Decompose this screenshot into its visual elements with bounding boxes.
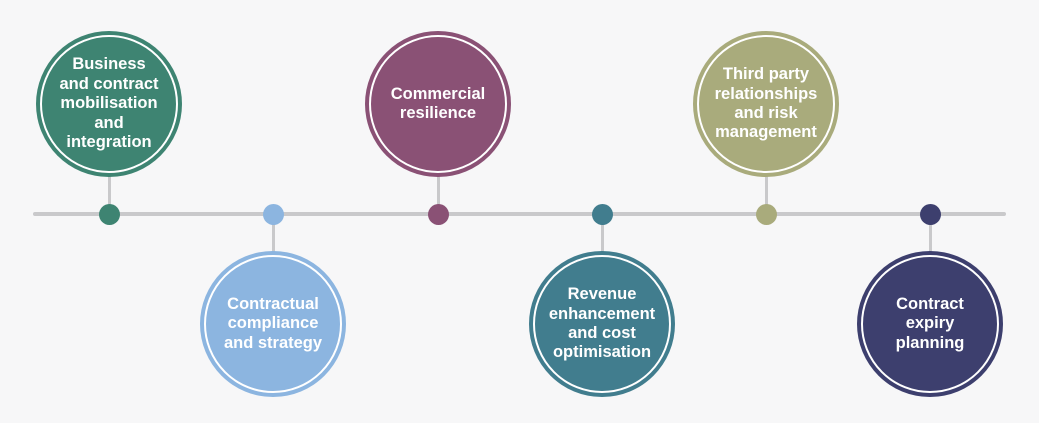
circle-ring (861, 255, 999, 393)
connector-line (436, 175, 440, 214)
stage-circle: Revenue enhancement and cost optimisatio… (529, 251, 675, 397)
circle-ring (204, 255, 342, 393)
stage-circle: Contract expiry planning (857, 251, 1003, 397)
stage-label: Contractual compliance and strategy (223, 294, 323, 352)
stage-label: Revenue enhancement and cost optimisatio… (548, 285, 656, 362)
stage-circle: Contractual compliance and strategy (200, 251, 346, 397)
connector-line (107, 175, 111, 214)
stage-label: Business and contract mobilisation and i… (59, 55, 159, 152)
stage-label: Contract expiry planning (895, 294, 965, 352)
circle-ring (40, 35, 178, 173)
connector-line (600, 214, 604, 253)
timeline-axis (33, 212, 1006, 216)
stage-label: Third party relationships and risk manag… (714, 65, 818, 142)
connector-line (271, 214, 275, 253)
stage-circle: Commercial resilience (365, 31, 511, 177)
stage-circle: Third party relationships and risk manag… (693, 31, 839, 177)
circle-ring (369, 35, 507, 173)
stage-circle: Business and contract mobilisation and i… (36, 31, 182, 177)
connector-line (928, 214, 932, 253)
circle-ring (697, 35, 835, 173)
stage-label: Commercial resilience (390, 84, 486, 122)
connector-line (764, 175, 768, 214)
circle-ring (533, 255, 671, 393)
